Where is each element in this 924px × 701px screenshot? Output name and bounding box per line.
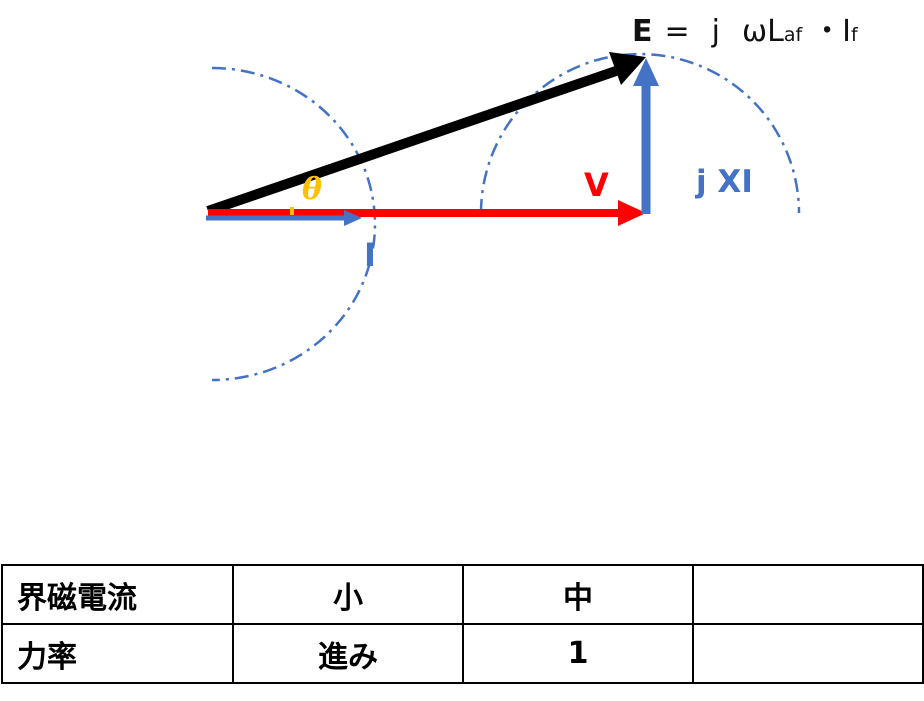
v-label: V <box>584 166 609 204</box>
table-cell <box>692 564 924 625</box>
equation-equals: = <box>664 14 690 49</box>
equation-dot: ・ <box>812 14 843 49</box>
equation-i: I <box>842 14 852 49</box>
jxi-vector-head <box>633 58 659 86</box>
table-cell: 進み <box>232 623 464 684</box>
phasor-diagram <box>206 52 801 382</box>
e-vector-head <box>609 52 646 85</box>
condition-table: 界磁電流 小 中 力率 進み 1 <box>1 564 924 684</box>
equation-l-subscript: af <box>783 24 803 46</box>
equation-e: E <box>632 14 653 49</box>
jxi-label: j XI <box>696 164 753 200</box>
equation-l: L <box>767 14 784 49</box>
field-current-header: 界磁電流 <box>1 564 234 625</box>
i-label: I <box>364 236 376 274</box>
i-vector-head <box>344 210 362 226</box>
table-cell: 中 <box>462 564 694 625</box>
power-factor-header: 力率 <box>1 623 234 684</box>
table-cell: 1 <box>462 623 694 684</box>
left-circle-arc <box>211 66 377 382</box>
equation-i-subscript: f <box>851 24 858 46</box>
v-vector-head <box>618 200 646 226</box>
theta-label: θ <box>302 172 323 207</box>
table-row: 界磁電流 小 中 <box>1 564 924 625</box>
e-vector-shaft <box>206 66 618 216</box>
table-cell <box>692 623 924 684</box>
table-row: 力率 進み 1 <box>1 623 924 684</box>
equation-omega: ω <box>741 14 768 49</box>
equation-j: j <box>711 14 720 49</box>
table-cell: 小 <box>232 564 464 625</box>
